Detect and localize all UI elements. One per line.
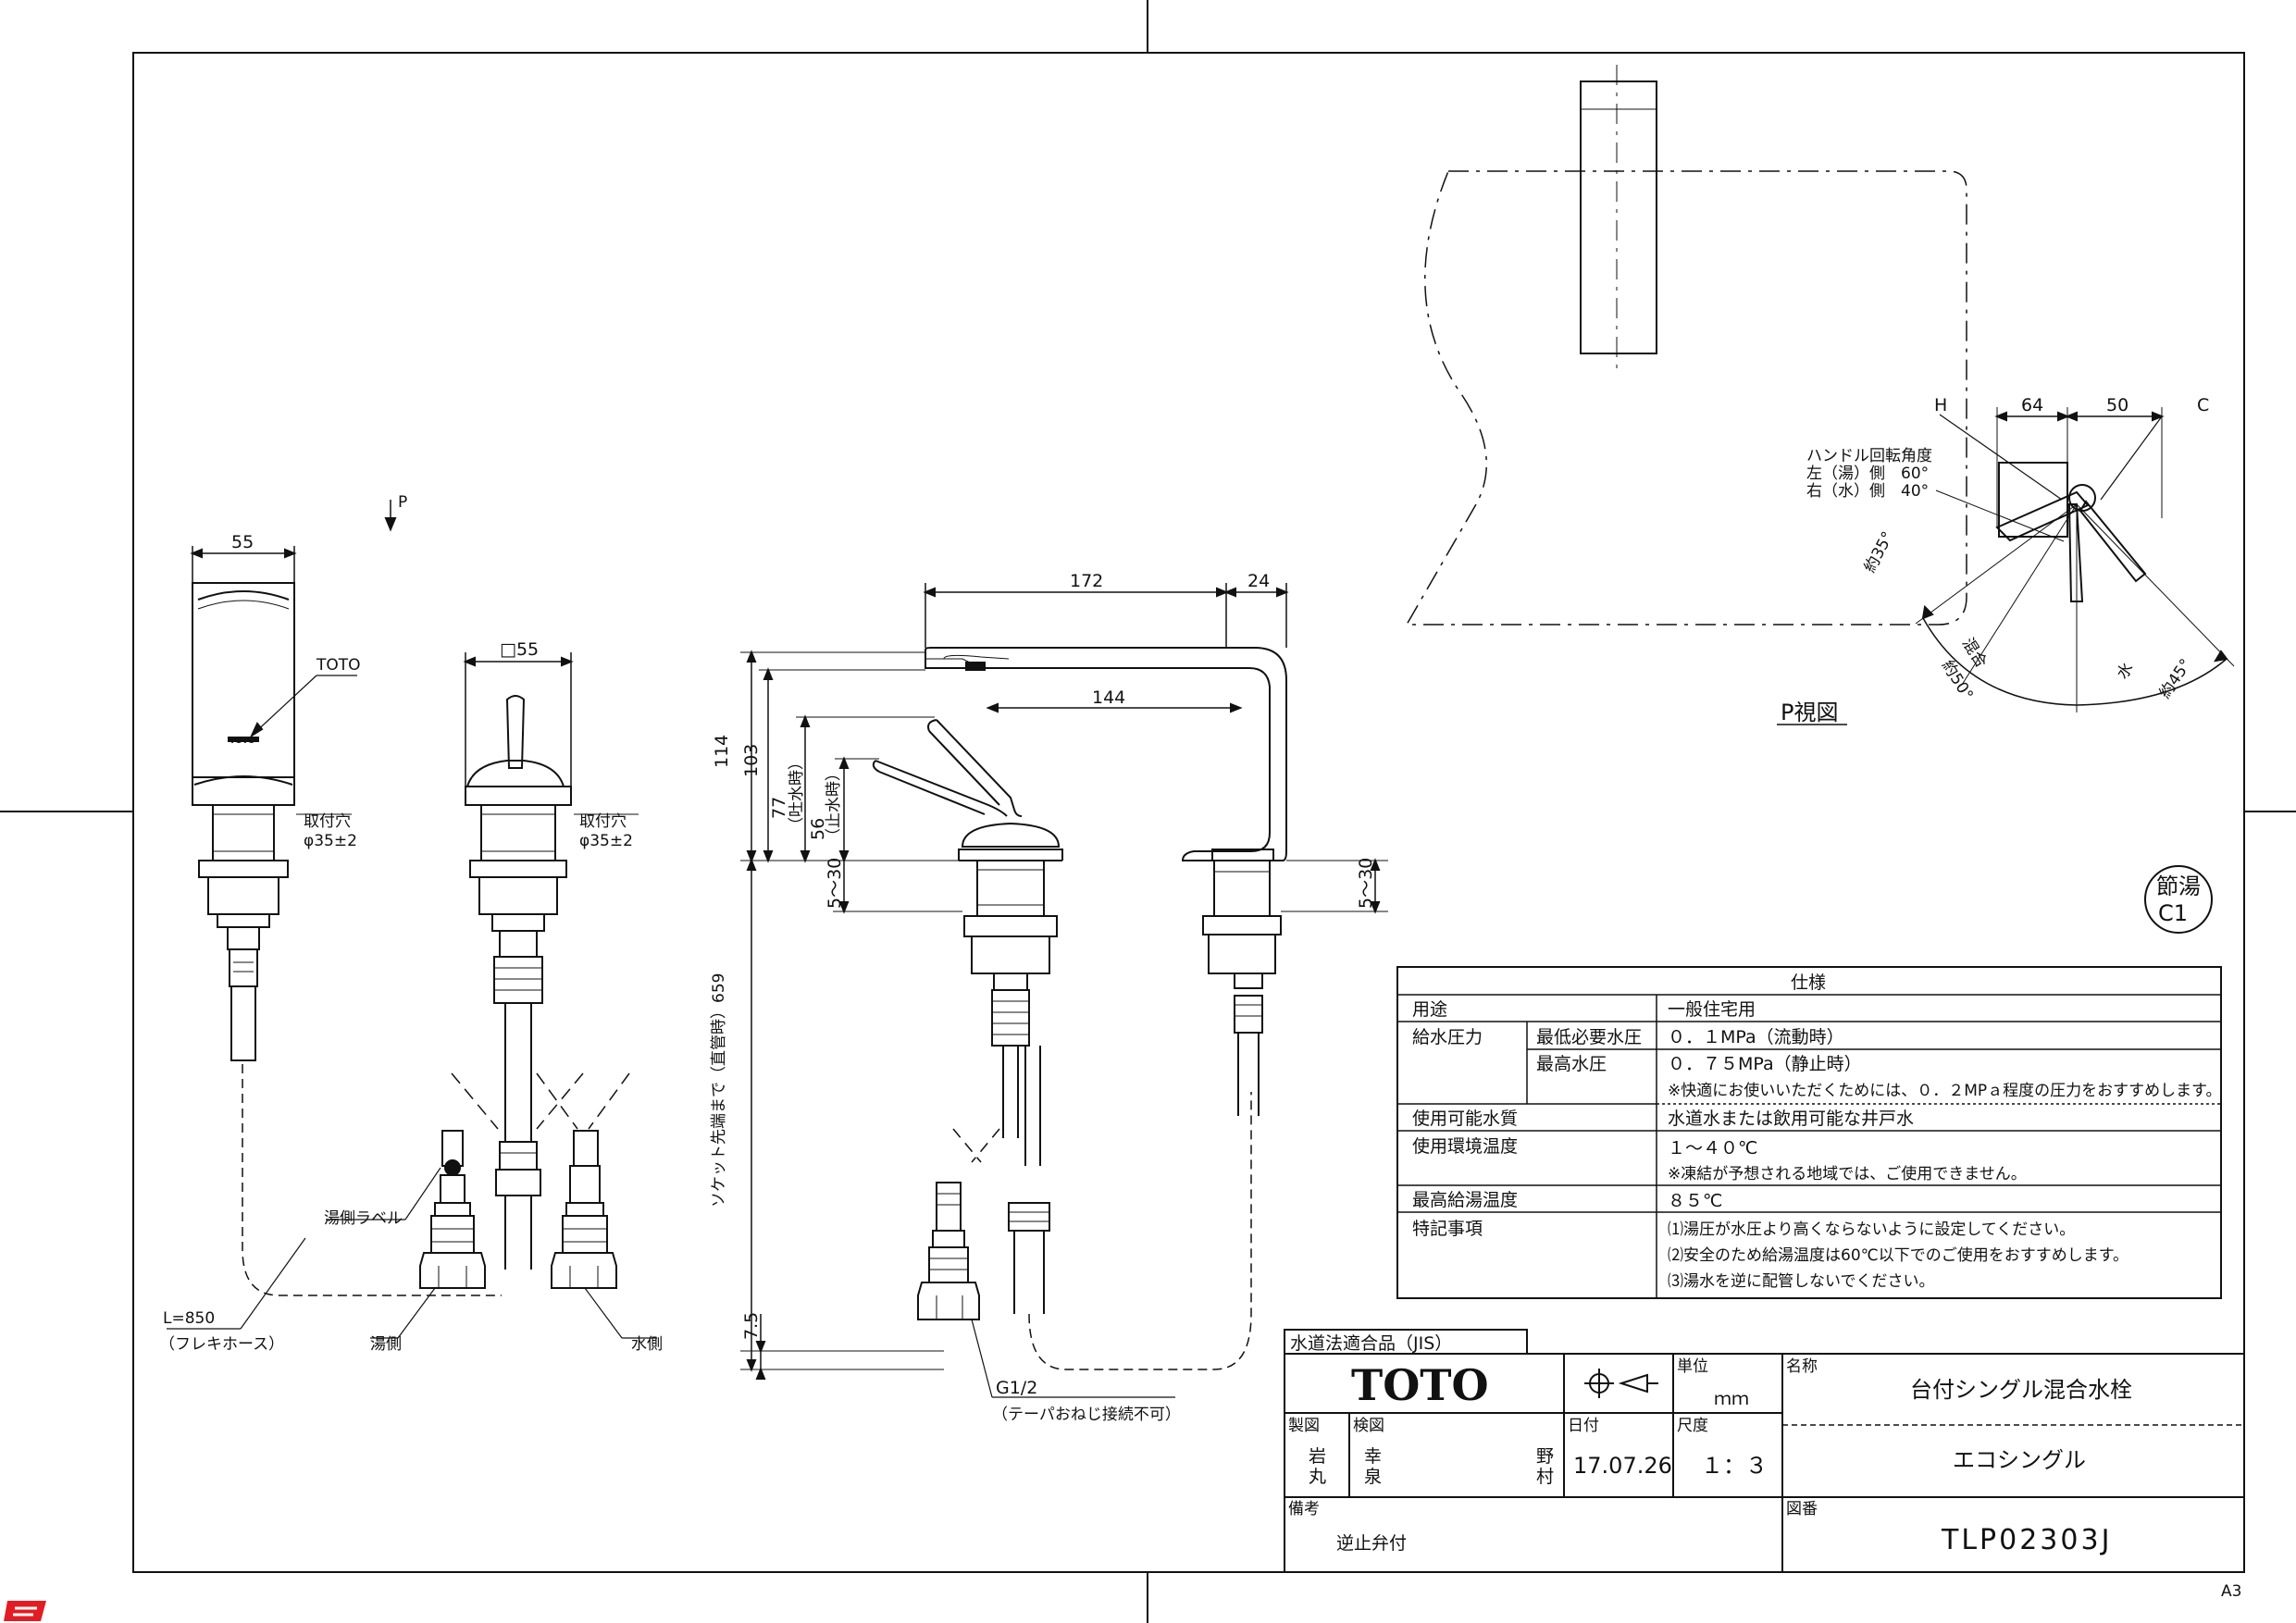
- side-mount-hole-dia: φ35±2: [579, 832, 633, 850]
- scale-label: 尺度: [1677, 1417, 1708, 1435]
- spec-use-label: 用途: [1412, 999, 1447, 1020]
- drawing-no-label: 図番: [1786, 1500, 1818, 1518]
- dim-56-note: （止水時）: [825, 765, 843, 844]
- p-dim-64: 64: [2021, 395, 2043, 415]
- drawn-label: 製図: [1288, 1417, 1320, 1435]
- checked-by-4: 村: [1536, 1467, 1554, 1487]
- front-view: [167, 546, 502, 1330]
- angle-45: 約45°: [2156, 656, 2196, 702]
- spec-max-pressure-value: ０．７５MPa（静止時）: [1668, 1054, 1862, 1074]
- spec-temp-label: 使用環境温度: [1412, 1136, 1518, 1157]
- unit-value: ｍｍ: [1714, 1389, 1749, 1409]
- dim-24: 24: [1247, 571, 1270, 591]
- title-block: [1284, 1329, 2245, 1573]
- dim-7-5: 7.5: [741, 1312, 762, 1340]
- dim-144: 144: [1092, 688, 1125, 708]
- hose-note: （フレキホース）: [159, 1335, 284, 1354]
- product-name: 台付シングル混合水栓: [1910, 1377, 2132, 1403]
- thread-size: G1/2: [996, 1378, 1037, 1398]
- side-view: [326, 500, 657, 1339]
- remarks-value: 逆止弁付: [1336, 1533, 1407, 1554]
- p-view: [1405, 65, 2235, 725]
- dim-659: ソケット先端まで（直管時）659: [710, 973, 728, 1208]
- spec-pressure-note: ※快適にお使いいただくためには、０．２MPａ程度の圧力をおすすめします。: [1668, 1081, 2221, 1100]
- side-square-dim: □55: [500, 639, 539, 660]
- remarks-label: 備考: [1288, 1500, 1320, 1518]
- dim-56: 56: [808, 818, 828, 840]
- hot-label-tag: 湯側ラベル: [324, 1209, 403, 1228]
- spec-note-1: ⑴湯圧が水圧より高くならないように設定してください。: [1668, 1220, 2075, 1239]
- unit-label: 単位: [1677, 1357, 1708, 1376]
- badge-line1: 節湯: [2156, 873, 2201, 899]
- dim-103: 103: [741, 744, 762, 777]
- spec-max-pressure-label: 最高水圧: [1536, 1054, 1607, 1074]
- handle-left-angle: 左（湯）側 60°: [1806, 465, 1929, 483]
- front-logo-mark: TOTO: [230, 737, 255, 746]
- dim-77: 77: [769, 797, 789, 819]
- elevation-view: [740, 583, 1388, 1398]
- dim-172: 172: [1070, 571, 1103, 591]
- spec-min-pressure-value: ０．１MPa（流動時）: [1668, 1027, 1844, 1047]
- spec-temp-value: １～４０℃: [1668, 1138, 1757, 1158]
- cold-side-label: 水側: [631, 1335, 663, 1354]
- water-saving-badge: [2144, 865, 2213, 934]
- front-width-dim: 55: [231, 532, 254, 552]
- drawn-by-1: 岩: [1309, 1446, 1326, 1467]
- name-label: 名称: [1786, 1357, 1818, 1376]
- p-h-label: H: [1934, 395, 1947, 415]
- hose-length: L=850: [163, 1309, 215, 1328]
- spec-use-value: 一般住宅用: [1668, 999, 1756, 1020]
- company-logo: TOTO: [1351, 1360, 1489, 1410]
- angle-water-label: 水: [2114, 660, 2138, 683]
- sheet-border: [132, 52, 2245, 1573]
- dim-114: 114: [712, 735, 732, 768]
- front-mount-hole: 取付穴: [304, 812, 351, 831]
- spec-max-hot-value: ８５℃: [1668, 1191, 1722, 1211]
- spec-min-pressure-label: 最低必要水圧: [1536, 1027, 1642, 1047]
- handle-right-angle: 右（水）側 40°: [1806, 482, 1929, 501]
- spec-max-hot-label: 最高給湯温度: [1412, 1190, 1518, 1210]
- sheet-size: A3: [2221, 1582, 2241, 1601]
- spec-water-quality-label: 使用可能水質: [1412, 1109, 1518, 1129]
- spec-note-3: ⑶湯水を逆に配管しないでください。: [1668, 1272, 1935, 1291]
- angle-mix-label: 混合: [1958, 635, 1991, 671]
- dim-5-30-left: 5～30: [825, 858, 845, 909]
- checked-by-2: 泉: [1364, 1467, 1382, 1487]
- spec-pressure-label: 給水圧力: [1412, 1027, 1483, 1047]
- dim-77-note: （吐水時）: [788, 754, 806, 833]
- spec-title: 仕様: [1791, 973, 1826, 993]
- p-c-label: C: [2197, 395, 2209, 415]
- thread-note: （テーパおねじ接続不可）: [992, 1406, 1181, 1424]
- side-mount-hole: 取付穴: [579, 812, 627, 831]
- product-series: エコシングル: [1953, 1447, 2086, 1473]
- front-logo-label: TOTO: [316, 656, 361, 675]
- scale-value: １：３: [1701, 1453, 1768, 1479]
- date-label: 日付: [1568, 1417, 1599, 1435]
- angle-35: 約35°: [1861, 528, 1898, 576]
- jis-compliance: 水道法適合品（JIS）: [1290, 1333, 1452, 1354]
- drawing-number: TLP02303J: [1941, 1524, 2112, 1556]
- spec-note-2: ⑵安全のため給湯温度は60℃以下でのご使用をおすすめします。: [1668, 1245, 2128, 1265]
- drawn-by-2: 丸: [1309, 1467, 1326, 1487]
- spec-temp-note: ※凍結が予想される地域では、ご使用できません。: [1668, 1164, 2027, 1183]
- checked-label: 検図: [1353, 1417, 1384, 1435]
- p-view-label: P視図: [1781, 700, 1838, 725]
- dim-5-30-right: 5～30: [1356, 858, 1376, 909]
- front-mount-hole-dia: φ35±2: [304, 832, 357, 850]
- p-dim-50: 50: [2106, 395, 2128, 415]
- view-arrow-p: P: [398, 493, 407, 512]
- handle-rotation-title: ハンドル回転角度: [1806, 447, 1932, 465]
- spec-water-quality-value: 水道水または飲用可能な井戸水: [1668, 1109, 1914, 1129]
- corner-mark: [4, 1601, 46, 1621]
- spec-notes-label: 特記事項: [1412, 1219, 1483, 1239]
- checked-by-3: 野: [1536, 1446, 1554, 1467]
- spec-table: [1396, 966, 2222, 1299]
- badge-line2: C1: [2158, 900, 2188, 926]
- drawing-date: 17.07.26: [1573, 1453, 1672, 1479]
- hot-side-label: 湯側: [370, 1335, 402, 1354]
- checked-by-1: 幸: [1364, 1446, 1382, 1467]
